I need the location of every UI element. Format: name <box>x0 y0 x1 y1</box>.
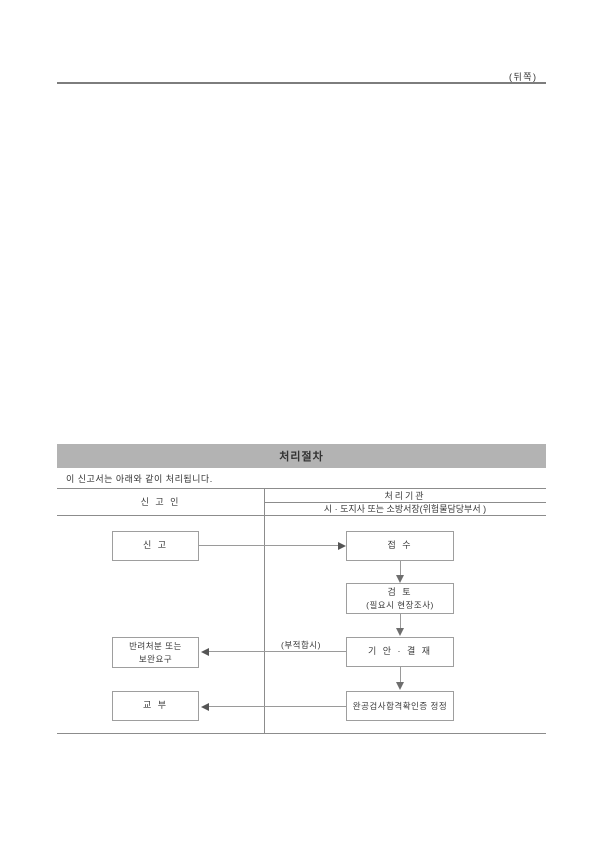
flow-box-receipt-label: 접 수 <box>387 540 413 551</box>
arrow-down-icon <box>396 682 404 690</box>
flow-box-draft-approval-label: 기 안 · 결 재 <box>367 646 433 657</box>
connector-draft-rejection <box>209 651 346 652</box>
arrow-right-icon <box>338 542 346 550</box>
flow-box-receipt: 접 수 <box>346 531 454 561</box>
arrow-left-icon <box>201 703 209 711</box>
connector-draft-certificate <box>400 667 401 682</box>
arrow-down-icon <box>396 575 404 583</box>
agency-header-divider <box>264 502 546 503</box>
procedure-title: 처리절차 <box>279 451 324 463</box>
flow-box-issuance: 교 부 <box>112 691 199 721</box>
connector-review-draft <box>400 614 401 628</box>
flow-box-review-note: (필요시 현장조사) <box>366 599 434 610</box>
flow-box-rejection: 반려처분 또는 보완요구 <box>112 637 199 668</box>
connector-report-receipt <box>199 545 338 546</box>
column-header-agency: 처리기관 <box>384 490 426 501</box>
back-side-label: (뒤쪽) <box>509 72 538 82</box>
arrow-left-icon <box>201 648 209 656</box>
procedure-title-bar: 처리절차 <box>57 444 546 468</box>
connector-receipt-review <box>400 561 401 575</box>
column-divider <box>264 488 265 733</box>
flow-box-certificate-label: 완공검사합격확인증 정정 <box>352 700 448 711</box>
flow-box-review-label: 검 토 <box>387 586 413 597</box>
flow-box-report-label: 신 고 <box>142 540 169 551</box>
table-border-bottom <box>57 733 546 734</box>
flow-box-issuance-label: 교 부 <box>142 700 169 711</box>
column-header-applicant: 신 고 인 <box>140 497 181 507</box>
flow-box-review: 검 토 (필요시 현장조사) <box>346 583 454 614</box>
top-rule <box>57 82 546 84</box>
arrow-down-icon <box>396 628 404 636</box>
flow-box-rejection-line1: 반려처분 또는 <box>129 641 182 652</box>
flow-box-report: 신 고 <box>112 531 199 561</box>
table-border-top <box>57 488 546 489</box>
flow-box-certificate: 완공검사합격확인증 정정 <box>346 691 454 721</box>
condition-label-unfit: (부적합시) <box>281 640 321 650</box>
intro-text: 이 신고서는 아래와 같이 처리됩니다. <box>66 474 213 484</box>
flow-box-rejection-line2: 보완요구 <box>138 653 173 664</box>
header-bottom-divider <box>57 515 546 516</box>
connector-certificate-issuance <box>209 706 346 707</box>
column-header-agency-detail: 시 · 도지사 또는 소방서장(위험물담당부서 ) <box>323 504 487 514</box>
flow-box-draft-approval: 기 안 · 결 재 <box>346 637 454 667</box>
